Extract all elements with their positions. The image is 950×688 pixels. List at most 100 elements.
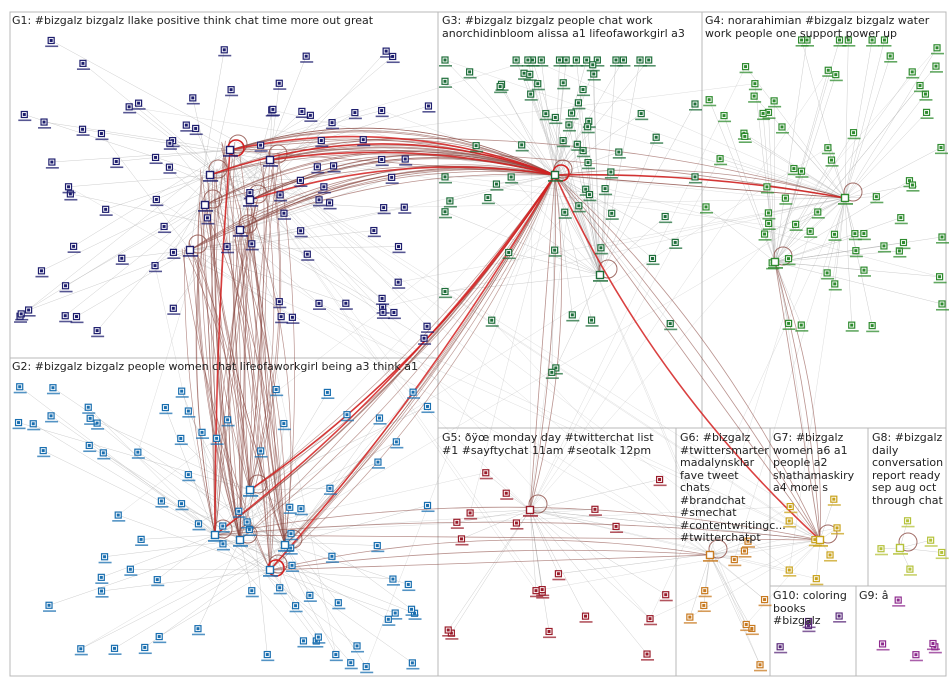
node-g4[interactable] <box>936 233 949 244</box>
node-g2[interactable] <box>386 575 400 586</box>
node-g2[interactable] <box>153 632 167 644</box>
node-g3[interactable] <box>642 56 656 67</box>
node-g7[interactable] <box>831 524 845 535</box>
node-g4[interactable] <box>768 97 782 108</box>
hub-node-g2[interactable] <box>233 535 248 547</box>
node-g1[interactable] <box>294 227 308 238</box>
node-g2[interactable] <box>131 448 145 459</box>
node-g2[interactable] <box>232 507 246 518</box>
node-g5[interactable] <box>450 518 464 529</box>
hub-node-g2[interactable] <box>208 530 223 542</box>
node-g3[interactable] <box>439 208 452 219</box>
node-g6[interactable] <box>728 556 742 567</box>
node-g2[interactable] <box>43 601 57 612</box>
node-g3[interactable] <box>572 202 586 213</box>
node-g1[interactable] <box>295 107 309 119</box>
node-g1[interactable] <box>254 141 268 152</box>
node-g1[interactable] <box>35 267 49 278</box>
node-g3[interactable] <box>439 56 452 67</box>
hub-node-g3[interactable] <box>593 270 608 282</box>
node-g2[interactable] <box>95 573 109 584</box>
node-g3[interactable] <box>591 56 605 67</box>
node-g3[interactable] <box>689 173 702 184</box>
node-g5[interactable] <box>610 522 624 534</box>
node-g3[interactable] <box>560 56 574 67</box>
node-g4[interactable] <box>775 123 789 134</box>
node-g8[interactable] <box>935 548 949 560</box>
node-g1[interactable] <box>375 155 389 167</box>
node-g4[interactable] <box>828 230 842 241</box>
node-g1[interactable] <box>225 86 239 97</box>
node-g5[interactable] <box>530 587 544 598</box>
node-g1[interactable] <box>38 118 52 129</box>
node-g1[interactable] <box>189 124 203 136</box>
node-g2[interactable] <box>13 383 27 394</box>
hub-node-g1[interactable] <box>243 195 258 207</box>
node-g6[interactable] <box>683 613 697 624</box>
node-g4[interactable] <box>919 90 933 101</box>
node-g4[interactable] <box>795 321 809 332</box>
node-g4[interactable] <box>931 44 945 55</box>
node-g3[interactable] <box>565 109 579 120</box>
node-g2[interactable] <box>382 615 396 626</box>
node-g3[interactable] <box>557 79 571 90</box>
node-g4[interactable] <box>757 109 771 121</box>
node-g3[interactable] <box>617 56 631 67</box>
node-g3[interactable] <box>594 244 608 255</box>
node-g1[interactable] <box>377 204 391 215</box>
node-g4[interactable] <box>866 322 880 333</box>
node-g7[interactable] <box>810 575 824 586</box>
node-g1[interactable] <box>59 282 73 293</box>
node-g1[interactable] <box>64 190 78 201</box>
node-g5[interactable] <box>464 509 478 520</box>
node-g5[interactable] <box>552 570 566 581</box>
node-g1[interactable] <box>317 183 331 194</box>
node-g2[interactable] <box>294 505 308 516</box>
node-g2[interactable] <box>175 500 189 511</box>
node-g1[interactable] <box>15 310 29 321</box>
node-g1[interactable] <box>70 312 84 324</box>
node-g4[interactable] <box>877 242 891 253</box>
node-g4[interactable] <box>878 36 892 47</box>
node-g2[interactable] <box>407 388 421 399</box>
node-g3[interactable] <box>571 140 585 151</box>
node-g4[interactable] <box>906 68 920 79</box>
node-g5[interactable] <box>510 519 524 530</box>
node-g4[interactable] <box>828 280 842 291</box>
node-g2[interactable] <box>159 403 173 415</box>
node-g6[interactable] <box>698 587 712 598</box>
node-g5[interactable] <box>579 612 593 623</box>
node-g3[interactable] <box>570 56 584 67</box>
node-g3[interactable] <box>439 173 452 184</box>
node-g4[interactable] <box>804 227 818 238</box>
node-g3[interactable] <box>605 209 619 220</box>
node-g4[interactable] <box>789 220 803 231</box>
node-g1[interactable] <box>150 195 164 207</box>
node-g2[interactable] <box>270 385 284 397</box>
node-g4[interactable] <box>936 300 949 311</box>
node-g2[interactable] <box>241 518 255 529</box>
node-g2[interactable] <box>421 501 435 513</box>
node-g4[interactable] <box>866 36 880 47</box>
node-g1[interactable] <box>274 191 288 202</box>
node-g2[interactable] <box>151 576 165 587</box>
node-g1[interactable] <box>386 52 400 64</box>
node-g1[interactable] <box>392 278 406 289</box>
node-g2[interactable] <box>98 553 112 564</box>
node-g3[interactable] <box>609 56 623 67</box>
node-g2[interactable] <box>138 643 152 655</box>
node-g2[interactable] <box>175 387 189 398</box>
node-g6[interactable] <box>742 537 756 548</box>
node-g4[interactable] <box>897 238 911 250</box>
node-g9[interactable] <box>926 639 940 651</box>
node-g2[interactable] <box>191 625 205 636</box>
node-g3[interactable] <box>510 56 524 67</box>
node-g2[interactable] <box>84 414 98 425</box>
node-g3[interactable] <box>669 238 683 249</box>
node-g4[interactable] <box>700 203 713 214</box>
node-g4[interactable] <box>933 273 947 284</box>
node-g4[interactable] <box>782 255 796 266</box>
node-g1[interactable] <box>313 196 327 207</box>
node-g2[interactable] <box>406 659 420 670</box>
hub-node-g2[interactable] <box>263 565 278 577</box>
